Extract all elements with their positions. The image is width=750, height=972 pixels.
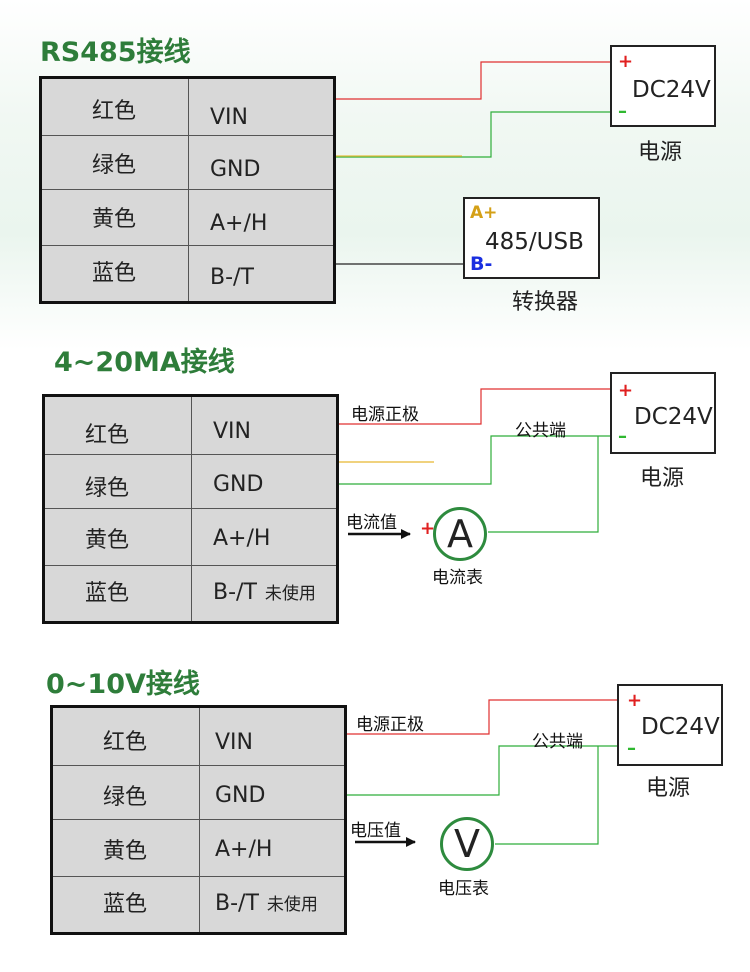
table-row: 蓝色 B-/T xyxy=(42,245,333,301)
signal-vin: VIN xyxy=(213,419,251,444)
table-row: 绿色 GND xyxy=(45,454,336,509)
wire-table-current: 红色 VIN 绿色 GND 黄色 A+/H 蓝色 B-/T 未使用 xyxy=(42,394,339,624)
wire-color-green: 绿色 xyxy=(92,153,137,178)
voltmeter-caption: 电压表 xyxy=(438,879,489,899)
table-row: 黄色 A+/H xyxy=(53,819,344,877)
table-row: 蓝色 B-/T 未使用 xyxy=(45,565,336,621)
current-value-label: 电流值 xyxy=(346,513,397,533)
power-box-1: + DC24V – xyxy=(610,45,716,127)
ammeter-symbol: A xyxy=(447,512,473,556)
table-row: 黄色 A+/H xyxy=(42,189,333,246)
wire-color-blue: 蓝色 xyxy=(103,892,148,917)
minus-icon: – xyxy=(627,738,636,759)
voltage-value-label: 电压值 xyxy=(350,821,401,841)
wire-color-red: 红色 xyxy=(103,730,148,755)
signal-a: A+/H xyxy=(215,837,273,862)
table-row: 红色 VIN xyxy=(42,79,333,136)
ammeter-icon: A xyxy=(433,507,487,561)
signal-b: B-/T xyxy=(213,580,257,605)
signal-vin: VIN xyxy=(210,105,248,130)
wire-table-rs485: 红色 VIN 绿色 GND 黄色 A+/H 蓝色 B-/T xyxy=(39,76,336,304)
red-wire-2 xyxy=(338,388,611,425)
signal-b: B-/T xyxy=(215,891,259,916)
wire-color-yellow: 黄色 xyxy=(103,839,148,864)
wire-color-blue: 蓝色 xyxy=(85,581,130,606)
red-wire-1 xyxy=(335,61,611,100)
power-label: DC24V xyxy=(634,404,713,430)
wire-color-green: 绿色 xyxy=(103,785,148,810)
section-title-current: 4~20MA接线 xyxy=(54,347,235,378)
minus-icon: – xyxy=(618,426,627,447)
signal-a: A+/H xyxy=(213,526,271,551)
positive-pole-label: 电源正极 xyxy=(356,715,424,735)
section-title-voltage: 0~10V接线 xyxy=(46,669,200,700)
power-label: DC24V xyxy=(632,77,711,103)
plus-icon: + xyxy=(618,380,634,401)
power-caption: 电源 xyxy=(646,776,691,801)
green-wire-2 xyxy=(338,435,611,485)
converter-caption: 转换器 xyxy=(512,290,579,315)
power-label: DC24V xyxy=(641,714,720,740)
plus-icon: + xyxy=(420,518,436,539)
table-row: 绿色 GND xyxy=(53,765,344,820)
wire-table-voltage: 红色 VIN 绿色 GND 黄色 A+/H 蓝色 B-/T 未使用 xyxy=(50,705,347,935)
table-row: 红色 VIN xyxy=(45,397,336,455)
voltmeter-symbol: V xyxy=(454,822,480,866)
table-divider xyxy=(191,397,192,621)
table-row: 蓝色 B-/T 未使用 xyxy=(53,876,344,932)
table-row: 黄色 A+/H xyxy=(45,508,336,566)
wire-color-green: 绿色 xyxy=(85,476,130,501)
wire-color-red: 红色 xyxy=(85,423,130,448)
wire-color-blue: 蓝色 xyxy=(92,261,137,286)
table-row: 红色 VIN xyxy=(53,708,344,766)
plus-icon: + xyxy=(618,51,634,72)
common-terminal-label: 公共端 xyxy=(532,732,583,752)
power-box-3: + DC24V – xyxy=(617,684,723,766)
wire-color-yellow: 黄色 xyxy=(85,528,130,553)
plus-icon: + xyxy=(627,690,643,711)
red-wire-3 xyxy=(346,699,618,735)
table-divider xyxy=(199,708,200,932)
power-caption: 电源 xyxy=(638,140,683,165)
converter-label: 485/USB xyxy=(485,229,584,255)
power-box-2: + DC24V – xyxy=(610,372,716,454)
signal-vin: VIN xyxy=(215,730,253,755)
unused-note: 未使用 xyxy=(264,584,316,604)
wire-color-red: 红色 xyxy=(92,99,137,124)
common-terminal-label: 公共端 xyxy=(515,421,566,441)
power-caption: 电源 xyxy=(640,466,685,491)
signal-gnd: GND xyxy=(215,783,266,808)
converter-box: A+ 485/USB B- xyxy=(463,197,600,279)
ammeter-caption: 电流表 xyxy=(432,568,483,588)
positive-pole-label: 电源正极 xyxy=(351,405,419,425)
converter-b-terminal: B- xyxy=(470,253,493,275)
section-title-rs485: RS485接线 xyxy=(40,37,191,68)
table-row: 绿色 GND xyxy=(42,135,333,190)
signal-b: B-/T xyxy=(210,265,254,290)
meter-wire-3 xyxy=(495,746,599,845)
wire-color-yellow: 黄色 xyxy=(92,207,137,232)
unused-note: 未使用 xyxy=(266,895,318,915)
table-divider xyxy=(188,79,189,301)
signal-gnd: GND xyxy=(210,157,261,182)
minus-icon: – xyxy=(618,101,627,122)
signal-gnd: GND xyxy=(213,472,264,497)
green-wire-3 xyxy=(346,745,618,796)
voltmeter-icon: V xyxy=(440,817,494,871)
converter-a-terminal: A+ xyxy=(470,203,498,223)
signal-a: A+/H xyxy=(210,211,268,236)
meter-wire-2 xyxy=(488,436,599,533)
green-wire-1 xyxy=(335,111,611,158)
